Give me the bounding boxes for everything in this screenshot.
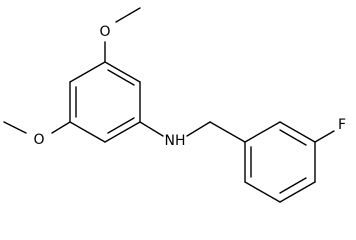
- bond-ch2-ring2: [209, 121, 246, 143]
- bond-nh-ch2: [186, 121, 211, 137]
- oxygen-label-left: O: [33, 132, 44, 148]
- bond-ring1-c3-c4: [104, 121, 141, 143]
- bond-ring1-double-b: [107, 117, 135, 134]
- bond-ring-nh: [139, 121, 164, 137]
- bond-ring1-c4-c5: [69, 121, 106, 143]
- atom-labels: O O NH F: [33, 24, 346, 149]
- bond-ring-f: [314, 130, 335, 143]
- bond-ring2-c2-c3: [279, 121, 316, 143]
- bond-left-ring-o: [51, 121, 71, 134]
- bond-ring1-double-a: [107, 69, 135, 86]
- bond-ring2-c5-c6: [244, 181, 281, 203]
- bond-ring2-double-a: [279, 129, 307, 146]
- nh-label: NH: [165, 133, 186, 149]
- molecule-drawing: O O NH F: [3, 7, 346, 203]
- bond-ring1-c6-c1: [69, 61, 106, 83]
- bond-ring2-double-b: [279, 177, 307, 194]
- bond-ring1-c1-c2: [104, 61, 141, 83]
- bond-ring2-c1-c2: [244, 121, 281, 143]
- oxygen-label-top: O: [99, 24, 110, 40]
- bond-top-o-methyl: [115, 7, 141, 23]
- bond-left-o-methyl: [3, 121, 27, 134]
- structure-canvas: O O NH F: [3, 7, 347, 203]
- fluorine-label: F: [338, 117, 346, 133]
- bond-lines: [3, 7, 335, 203]
- bond-ring2-c4-c5: [279, 181, 316, 203]
